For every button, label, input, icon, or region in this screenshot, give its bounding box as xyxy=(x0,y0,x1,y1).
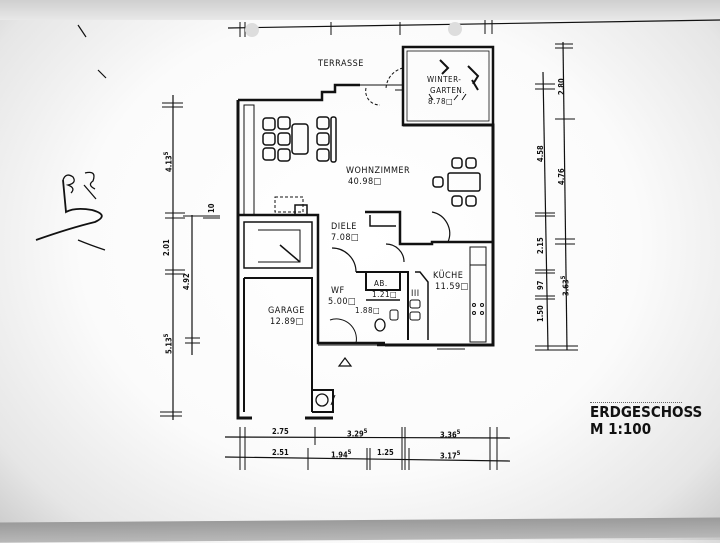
dim-left-1: 4.135 xyxy=(163,151,174,172)
room-label-terrasse: TERRASSE xyxy=(318,59,364,69)
drawing-scale: M 1:100 xyxy=(590,420,652,438)
dim-right-inner-4: 1.50 xyxy=(536,305,545,322)
dim-right-inner-3: 97 xyxy=(536,280,545,290)
dim-left-inner-2: 4.92 xyxy=(182,273,191,290)
dim-right-outer-3: 3.635 xyxy=(560,275,571,296)
room-label-bad: 1.88□ xyxy=(355,306,381,315)
drawing-title-block: ERDGESCHOSS M 1:100 xyxy=(590,402,702,438)
dim-left-2: 2.01 xyxy=(162,239,171,256)
room-label-wintergarten: WINTER-GARTEN.8.78□ xyxy=(427,75,466,106)
dim-left-inner-1: 10 xyxy=(207,203,216,213)
dim-right-inner-2: 2.15 xyxy=(536,237,545,254)
dim-bottom-5: 1.945 xyxy=(331,449,352,460)
dim-bottom-6: 1.25 xyxy=(377,448,394,457)
dim-right-outer-1: 2.80 xyxy=(557,78,566,95)
dim-bottom-1: 2.75 xyxy=(272,427,289,436)
dim-bottom-4: 2.51 xyxy=(272,448,289,457)
dim-right-outer-2: 4.76 xyxy=(557,168,566,185)
dim-bottom-2: 3.295 xyxy=(347,428,368,439)
dim-left-3: 5.135 xyxy=(163,333,174,354)
dim-bottom-3: 3.365 xyxy=(440,429,461,440)
paper-top-edge xyxy=(0,0,720,20)
room-label-abstellraum: AB.1.21□ xyxy=(372,279,398,299)
dim-right-inner-1: 4.58 xyxy=(536,145,545,162)
kitchen-symbol: III xyxy=(411,289,420,299)
drawing-title: ERDGESCHOSS xyxy=(590,403,703,421)
dim-bottom-7: 3.175 xyxy=(440,450,461,461)
